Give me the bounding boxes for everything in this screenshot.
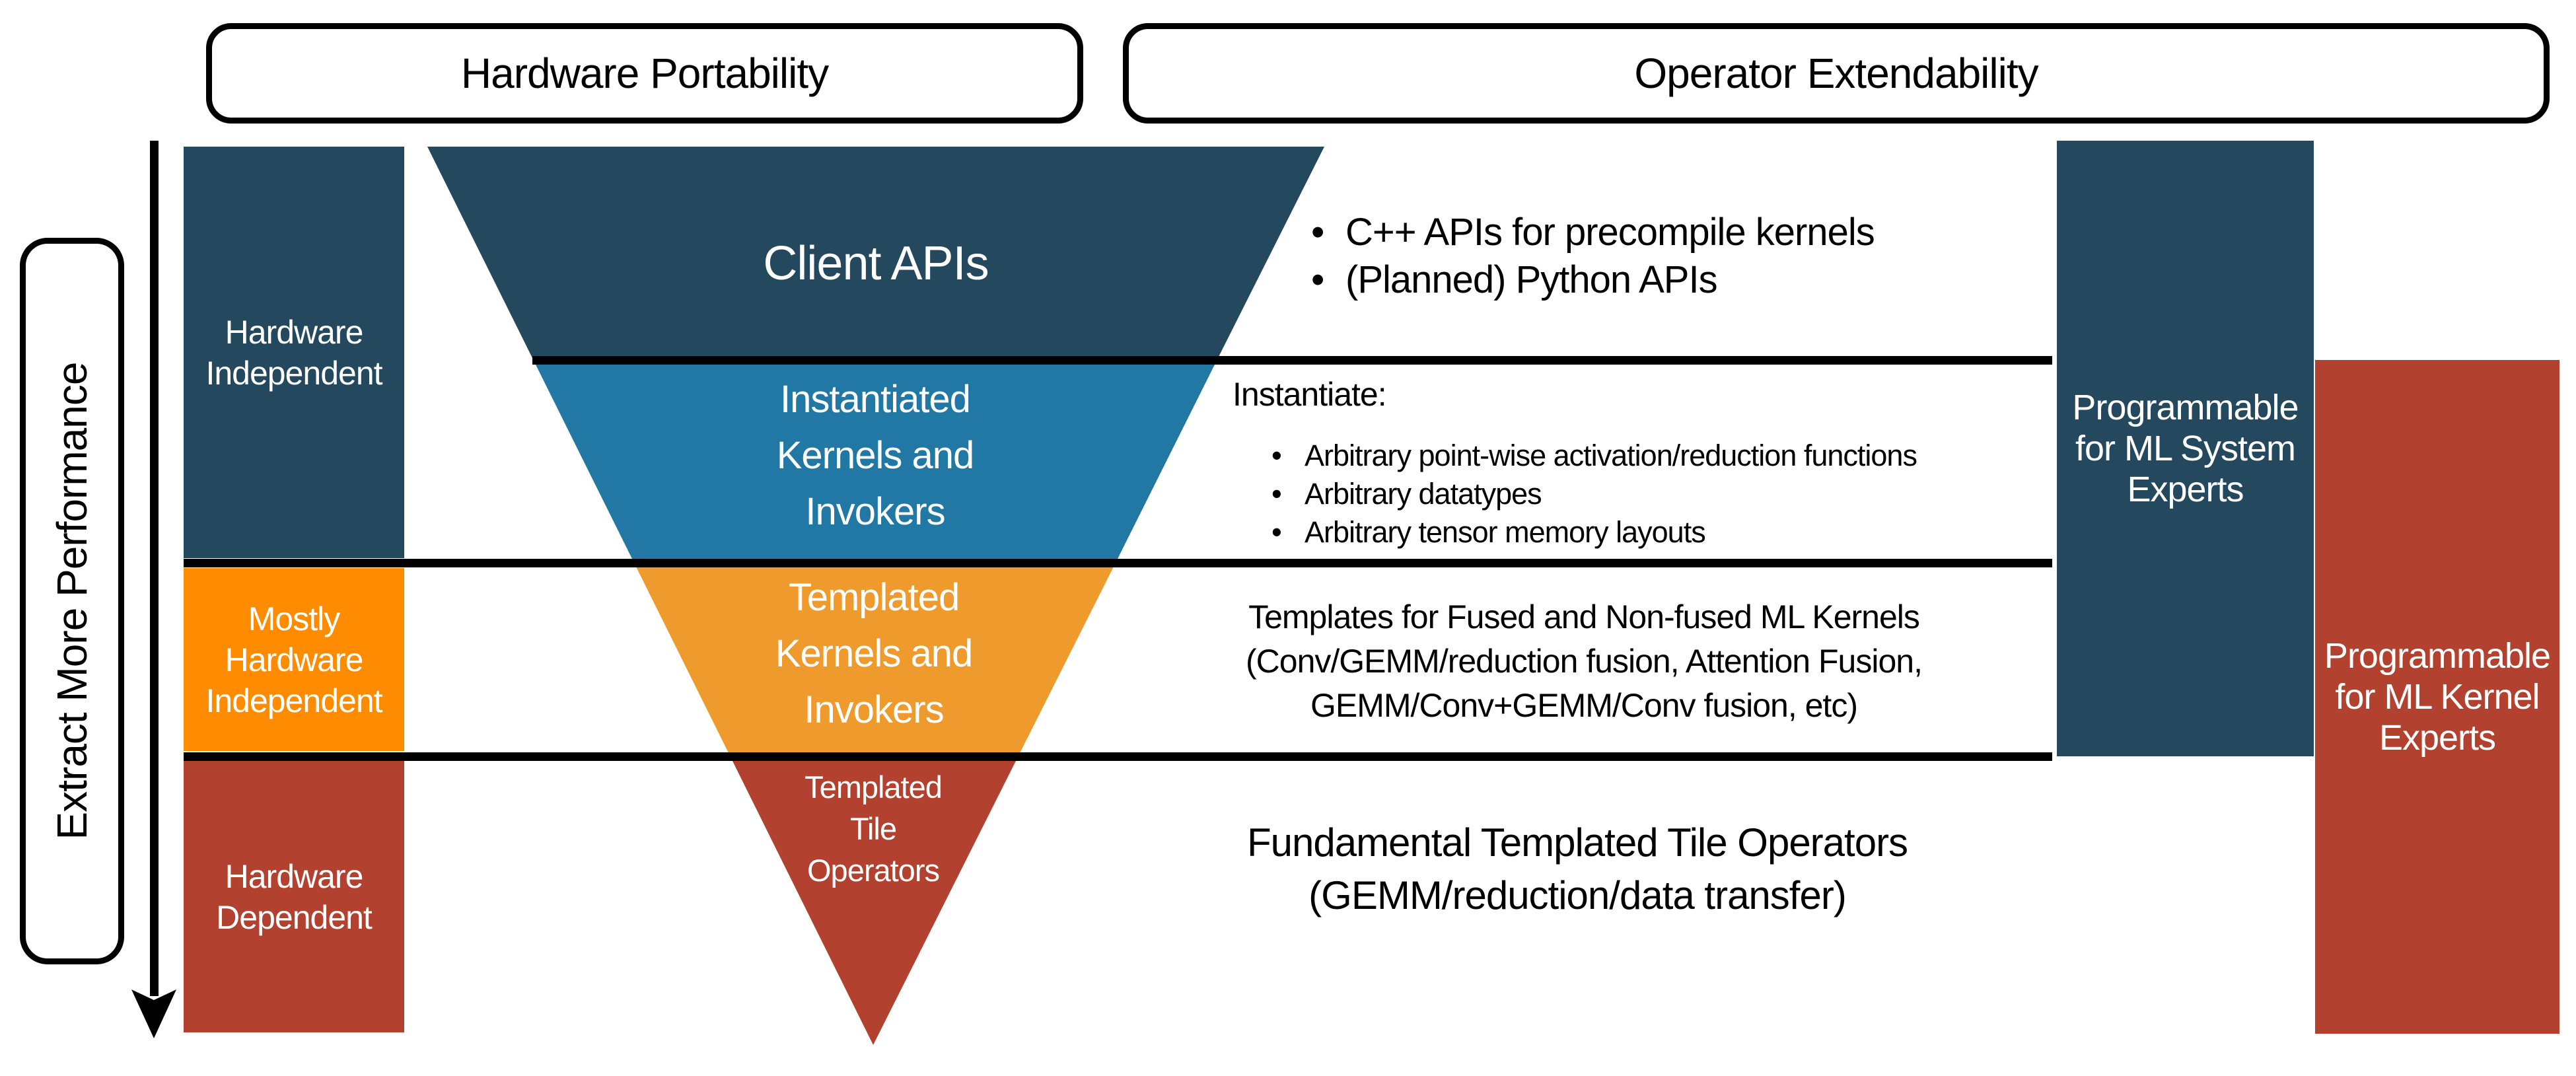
client-bullet-text: C++ APIs for precompile kernels [1345,211,1875,254]
right-column-ml-system-experts: Programmable for ML System Experts [2057,141,2314,756]
bullet-icon: • [1271,477,1282,511]
client-api-bullet-list: • C++ APIs for precompile kernels • (Pla… [1311,210,1875,305]
hardware-independent-label: Hardware Independent [205,313,382,392]
list-item: • Arbitrary datatypes [1271,477,1917,515]
separator-line-3 [184,752,2052,761]
instantiate-bullet-list: • Arbitrary point-wise activation/reduct… [1271,439,1917,554]
funnel-layer-client-apis-shape [427,147,1324,361]
list-item: • Arbitrary tensor memory layouts [1271,515,1917,554]
right-column-ml-kernel-experts: Programmable for ML Kernel Experts [2315,360,2559,1034]
bullet-icon: • [1311,258,1324,301]
list-item: • Arbitrary point-wise activation/reduct… [1271,439,1917,477]
funnel-label-client-apis: Client APIs [763,237,989,290]
operator-extendability-label: Operator Extendability [1634,50,2038,97]
left-column-hardware-independent: Hardware Independent [184,147,404,558]
bullet-icon: • [1311,211,1324,254]
ml-kernel-experts-label: Programmable for ML Kernel Experts [2324,636,2551,758]
performance-arrow-shaft [150,141,159,996]
hardware-dependent-label: Hardware Dependent [216,857,373,936]
separator-line-2 [184,559,2052,567]
list-item: • C++ APIs for precompile kernels [1311,210,1875,258]
client-bullet-text: (Planned) Python APIs [1345,258,1718,301]
fundamental-description: Fundamental Templated Tile Operators (GE… [1246,820,1908,917]
templates-description: Templates for Fused and Non-fused ML Ker… [1246,598,1923,724]
funnel-layer-tile-operators-shape [731,757,1018,1045]
hardware-portability-label: Hardware Portability [460,50,829,97]
instantiate-bullet-text: Arbitrary point-wise activation/reductio… [1305,439,1917,472]
performance-arrow-head-icon [131,989,176,1038]
ml-system-experts-label: Programmable for ML System Experts [2072,388,2299,509]
funnel-layer-templated-shape [634,563,1116,757]
mostly-hardware-independent-label: Mostly Hardware Independent [205,600,382,719]
hardware-portability-box: Hardware Portability [206,23,1083,124]
instantiate-bullet-text: Arbitrary tensor memory layouts [1305,515,1706,549]
bullet-icon: • [1271,515,1282,549]
separator-line-1 [532,356,2052,365]
instantiate-bullet-text: Arbitrary datatypes [1305,477,1542,511]
extract-more-performance-box: Extract More Performance [20,238,124,964]
left-column-mostly-hardware-independent: Mostly Hardware Independent [184,568,404,751]
bullet-icon: • [1271,439,1282,472]
funnel-label-templated-kernels: Templated Kernels and Invokers [775,576,974,731]
funnel-layer-instantiated-shape [534,361,1217,563]
list-item: • (Planned) Python APIs [1311,258,1875,305]
instantiate-heading: Instantiate: [1233,376,1387,413]
extract-more-performance-label: Extract More Performance [48,362,96,840]
funnel-label-instantiated-kernels: Instantiated Kernels and Invokers [776,378,975,533]
operator-extendability-box: Operator Extendability [1123,23,2550,124]
left-column-hardware-dependent: Hardware Dependent [184,761,404,1032]
funnel-label-templated-tile-operators: Templated Tile Operators [805,770,943,888]
